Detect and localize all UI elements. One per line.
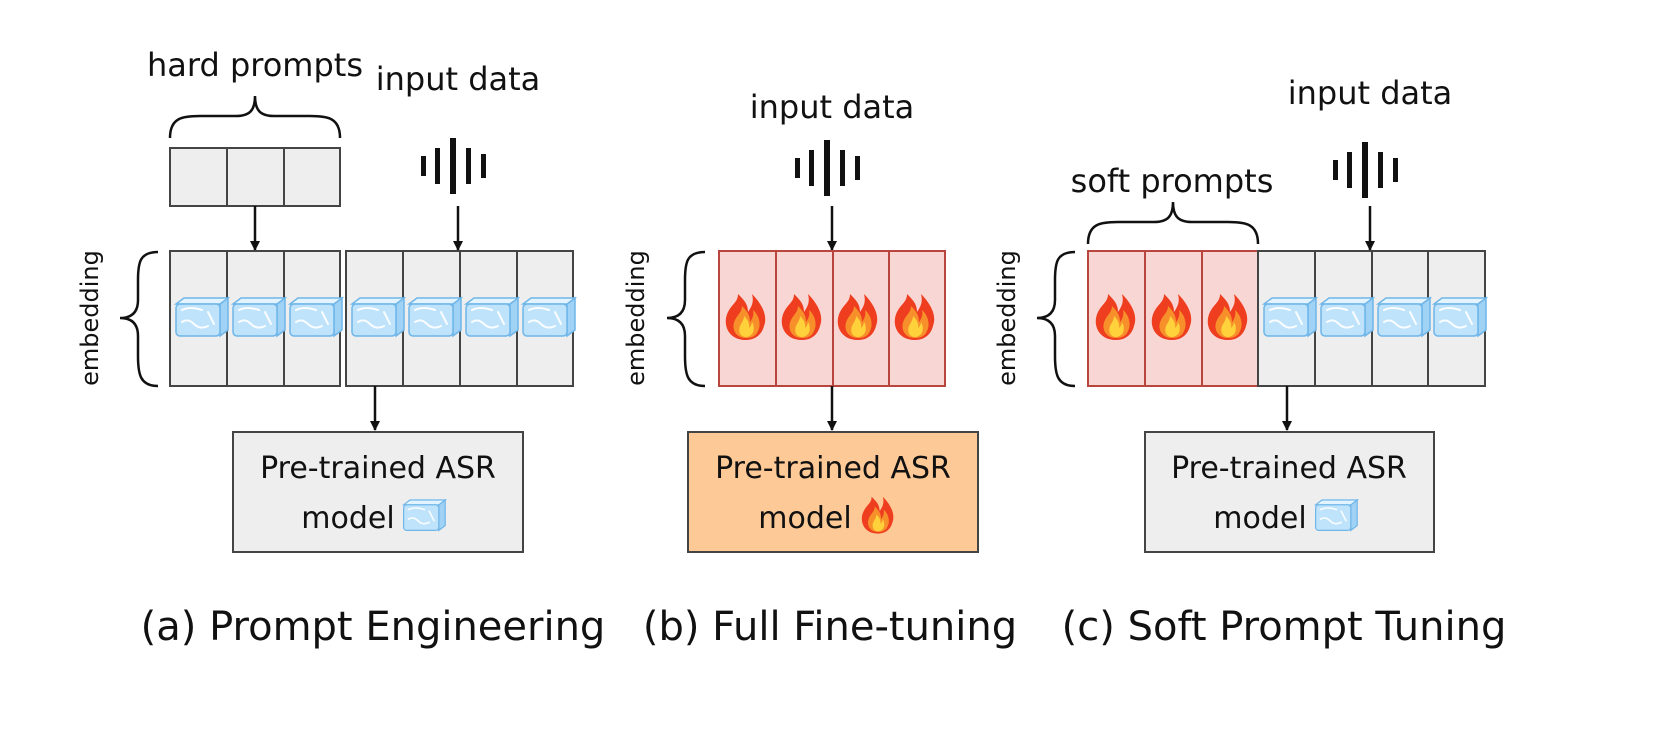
hard-prompt-cell — [283, 147, 341, 207]
model-label-line1: Pre-trained ASR — [260, 451, 496, 486]
ice-icon — [1433, 297, 1487, 337]
soft-prompts-brace — [1086, 201, 1260, 245]
waveform-icon — [1333, 142, 1398, 198]
hard-prompt-cell — [226, 147, 285, 207]
caption-a: (a) Prompt Engineering — [141, 604, 606, 650]
ice-icon — [408, 297, 462, 337]
model-label-line2: model — [301, 501, 394, 536]
waveform-icon — [421, 138, 486, 194]
waveform-icon — [795, 140, 860, 196]
hard-prompts-label: hard prompts — [147, 46, 363, 84]
ice-icon — [1263, 297, 1317, 337]
model-box — [232, 431, 524, 553]
input-data-label: input data — [1288, 74, 1453, 112]
panel-full-fine-tuning: input data embedding Pre-trained ASR mod… — [622, 88, 1017, 650]
model-label-line1: Pre-trained ASR — [1171, 451, 1407, 486]
hard-prompt-cells — [169, 147, 341, 207]
caption-b: (b) Full Fine-tuning — [643, 604, 1017, 650]
soft-prompts-label: soft prompts — [1071, 162, 1274, 200]
ice-icon — [232, 297, 286, 337]
ice-icon — [465, 297, 519, 337]
embedding-label: embedding — [76, 250, 104, 386]
embedding-brace — [1036, 250, 1076, 388]
caption-c: (c) Soft Prompt Tuning — [1062, 604, 1507, 650]
hard-prompt-cell — [169, 147, 228, 207]
input-data-label: input data — [750, 88, 915, 126]
panel-prompt-engineering: hard prompts input data embedding — [76, 46, 605, 650]
model-label-line1: Pre-trained ASR — [715, 451, 951, 486]
ice-icon — [175, 297, 229, 337]
model-box — [687, 431, 979, 553]
ice-icon — [1320, 297, 1374, 337]
embedding-label: embedding — [622, 250, 650, 386]
ice-icon — [351, 297, 405, 337]
ice-icon — [1377, 297, 1431, 337]
panel-soft-prompt-tuning: soft prompts input data embedding Pre-tr… — [993, 74, 1506, 650]
ice-icon — [402, 499, 447, 532]
embedding-brace — [119, 250, 159, 388]
ice-icon — [1314, 499, 1359, 532]
ice-icon — [289, 297, 343, 337]
embedding-label: embedding — [993, 250, 1021, 386]
embedding-brace — [666, 250, 706, 388]
input-data-label: input data — [376, 60, 541, 98]
model-box — [1144, 431, 1435, 553]
model-label-line2: model — [1213, 501, 1306, 536]
hard-prompts-brace — [168, 95, 342, 139]
model-label-line2: model — [758, 501, 851, 536]
ice-icon — [522, 297, 576, 337]
